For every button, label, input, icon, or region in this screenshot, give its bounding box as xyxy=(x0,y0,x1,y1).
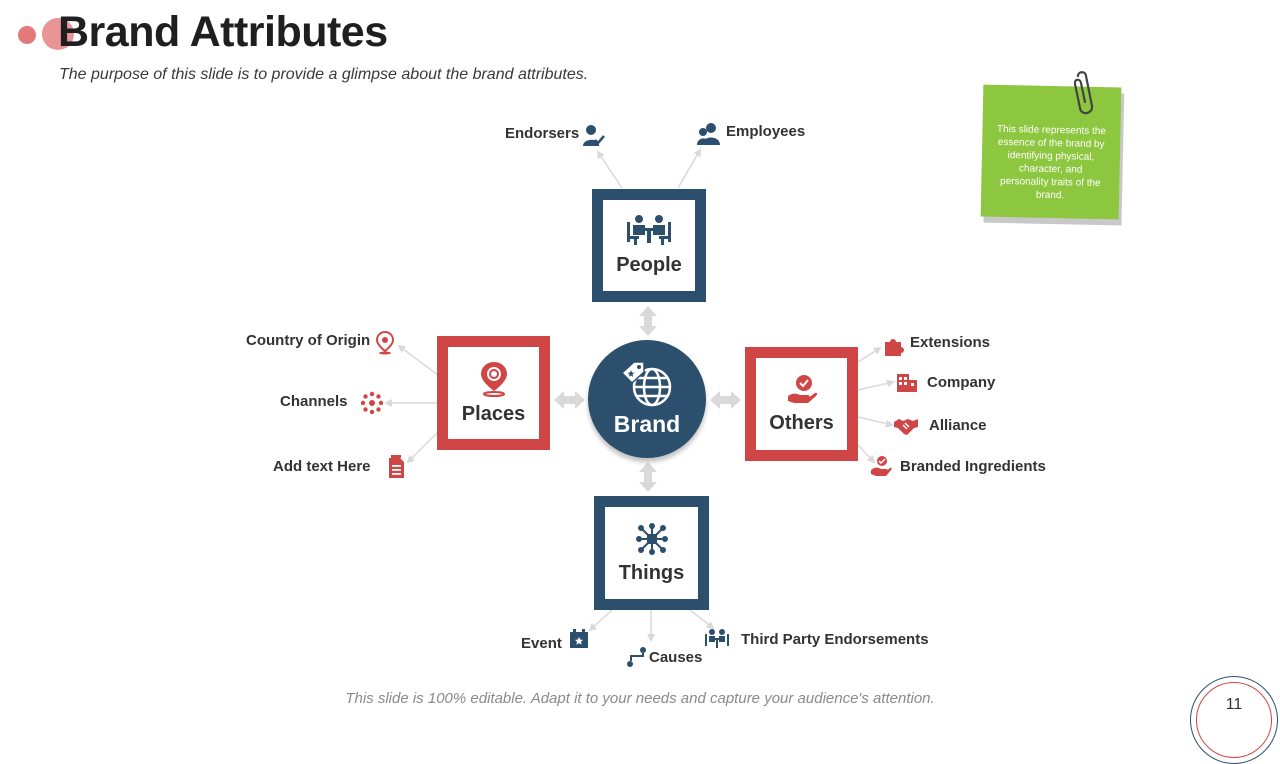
item-employees: Employees xyxy=(726,123,806,140)
item-endorsers: Endorsers xyxy=(505,125,580,142)
network-chip-icon xyxy=(635,522,668,555)
things-box: Things xyxy=(594,496,709,610)
people-box: People xyxy=(592,189,706,302)
calendar-icon xyxy=(570,629,588,648)
item-third-party-endorsements: Third Party Endorsements xyxy=(741,631,929,648)
arrow-event xyxy=(588,609,613,632)
handshake-icon xyxy=(894,419,918,435)
puzzle-icon xyxy=(885,339,904,356)
ingredient-hand-icon xyxy=(871,456,892,476)
arrow-endorsers xyxy=(596,150,623,189)
item-event: Event xyxy=(521,635,562,652)
arrow-company xyxy=(857,379,895,391)
arrow-employees xyxy=(677,148,702,189)
others-label: Others xyxy=(769,411,834,434)
brand-circle: Brand xyxy=(588,340,706,458)
building-icon xyxy=(897,374,917,392)
decor-dot-small xyxy=(18,26,36,44)
item-branded-ingredients: Branded Ingredients xyxy=(900,458,1046,475)
others-box: Others xyxy=(745,347,858,461)
double-arrow-bottom xyxy=(639,462,657,492)
things-label: Things xyxy=(618,561,685,584)
globe-tag-icon xyxy=(620,360,672,406)
channels-icon xyxy=(360,391,384,415)
places-box: Places xyxy=(437,336,550,450)
route-icon xyxy=(627,647,646,667)
places-label: Places xyxy=(461,402,526,425)
page-number: 11 xyxy=(1225,696,1243,713)
people-label: People xyxy=(616,254,682,276)
page-number-ring-inner xyxy=(1196,682,1272,758)
slide-footer: This slide is 100% editable. Adapt it to… xyxy=(345,690,935,707)
hand-badge-icon xyxy=(787,374,817,403)
item-extensions: Extensions xyxy=(910,334,991,351)
arrow-addtext xyxy=(406,431,439,464)
item-company: Company xyxy=(927,374,996,391)
sticky-note-text: This slide represents the essence of the… xyxy=(996,123,1107,202)
arrow-country xyxy=(397,344,439,376)
location-pin-icon xyxy=(480,361,507,397)
decor-dot-large xyxy=(42,18,74,50)
arrow-third xyxy=(689,609,715,630)
sticky-note: This slide represents the essence of the… xyxy=(980,84,1122,220)
arrow-alliance xyxy=(857,416,894,428)
item-add-text: Add text Here xyxy=(273,458,371,475)
item-causes: Causes xyxy=(649,649,703,666)
arrow-extensions xyxy=(857,346,882,363)
double-arrow-left xyxy=(554,391,585,409)
item-alliance: Alliance xyxy=(929,417,987,434)
item-channels: Channels xyxy=(280,393,348,410)
brand-label: Brand xyxy=(613,410,681,437)
double-arrow-right xyxy=(710,391,741,409)
slide-title: Brand Attributes xyxy=(58,8,388,56)
meeting-icon xyxy=(705,629,729,648)
arrow-branded xyxy=(857,444,876,464)
item-country-of-origin: Country of Origin xyxy=(246,332,371,349)
document-icon xyxy=(389,455,404,478)
double-arrow-top xyxy=(639,306,657,336)
slide-subtitle: The purpose of this slide is to provide … xyxy=(59,66,589,83)
map-pin-icon xyxy=(376,331,394,355)
user-check-icon xyxy=(583,125,605,146)
meeting-people-icon xyxy=(627,215,671,245)
paperclip-icon xyxy=(1073,71,1094,115)
employees-icon xyxy=(697,123,720,145)
connector-arrows xyxy=(384,148,895,642)
